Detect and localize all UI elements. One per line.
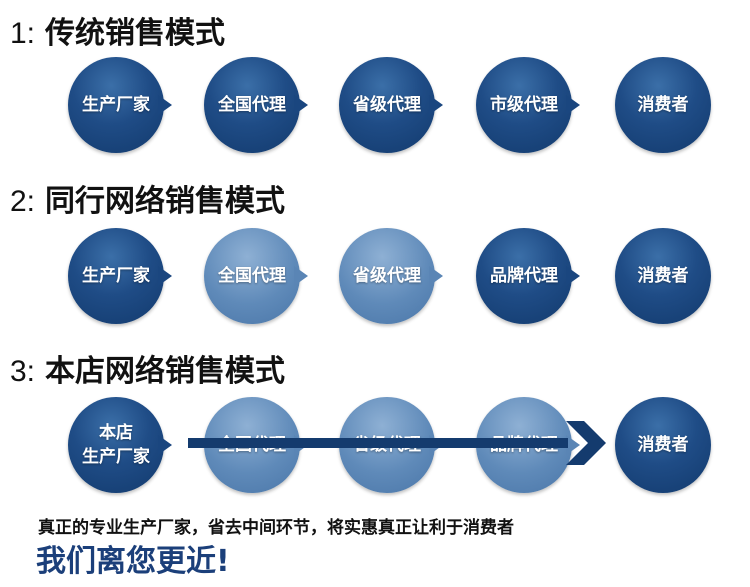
- node-label: 消费者: [637, 95, 689, 115]
- row-1-node-manufacturer: 生产厂家: [68, 57, 172, 153]
- row-2-title: 2: 同行网络销售模式: [10, 184, 285, 220]
- row-1-title-text: 传统销售模式: [45, 16, 226, 51]
- node-pointer-icon: [158, 435, 172, 455]
- node-label: 全国代理: [218, 95, 286, 115]
- node-label: 省级代理: [353, 95, 421, 115]
- row-2-node-provincial-agent: 省级代理: [339, 228, 443, 324]
- node-circle: [476, 228, 572, 324]
- node-pointer-icon: [566, 95, 580, 115]
- node-pointer-icon: [294, 95, 308, 115]
- node-circle: [615, 57, 711, 153]
- node-pointer-icon: [158, 266, 172, 286]
- node-circle: [615, 397, 711, 493]
- node-pointer-icon: [294, 266, 308, 286]
- node-circle: [339, 57, 435, 153]
- row-2-node-national-agent: 全国代理: [204, 228, 308, 324]
- row-2-node-brand-agent: 品牌代理: [476, 228, 580, 324]
- bypass-arrow-head-icon: [566, 421, 606, 465]
- node-pointer-icon: [158, 95, 172, 115]
- node-label: 本店 生产厂家: [82, 423, 150, 467]
- row-1-number: 1:: [10, 17, 36, 50]
- node-pointer-icon: [429, 95, 443, 115]
- row-1-title: 1: 传统销售模式: [10, 16, 225, 52]
- node-circle: [615, 228, 711, 324]
- node-pointer-icon: [566, 435, 580, 455]
- bypass-arrow-shaft: [188, 438, 568, 448]
- node-circle: [204, 228, 300, 324]
- node-pointer-icon: [566, 266, 580, 286]
- node-label: 消费者: [637, 435, 689, 455]
- row-2-title-text: 同行网络销售模式: [45, 184, 286, 219]
- row-3-number: 3:: [10, 355, 36, 388]
- node-circle: [476, 57, 572, 153]
- node-label: 品牌代理: [490, 266, 558, 286]
- row-3-node-consumer: 消费者: [615, 397, 711, 493]
- node-circle: [68, 228, 164, 324]
- row-1-node-consumer: 消费者: [615, 57, 711, 153]
- node-label: 全国代理: [218, 266, 286, 286]
- row-3-node-manufacturer: 本店 生产厂家: [68, 397, 172, 493]
- row-3-title: 3: 本店网络销售模式: [10, 354, 285, 390]
- node-pointer-icon: [429, 266, 443, 286]
- node-label: 市级代理: [490, 95, 558, 115]
- node-label: 生产厂家: [82, 95, 150, 115]
- row-2-number: 2:: [10, 185, 36, 218]
- row-1-node-provincial-agent: 省级代理: [339, 57, 443, 153]
- node-circle: [68, 397, 164, 493]
- node-label: 省级代理: [353, 266, 421, 286]
- node-label: 生产厂家: [82, 266, 150, 286]
- slogan-text: 真正的专业生产厂家，省去中间环节，将实惠真正让利于消费者: [38, 518, 514, 538]
- row-1-node-national-agent: 全国代理: [204, 57, 308, 153]
- node-circle: [68, 57, 164, 153]
- node-circle: [339, 228, 435, 324]
- row-2-node-consumer: 消费者: [615, 228, 711, 324]
- node-circle: [204, 57, 300, 153]
- row-3-title-text: 本店网络销售模式: [45, 354, 286, 389]
- node-label: 消费者: [637, 266, 689, 286]
- headline-text: 我们离您更近!: [36, 544, 230, 579]
- row-1-node-city-agent: 市级代理: [476, 57, 580, 153]
- row-2-node-manufacturer: 生产厂家: [68, 228, 172, 324]
